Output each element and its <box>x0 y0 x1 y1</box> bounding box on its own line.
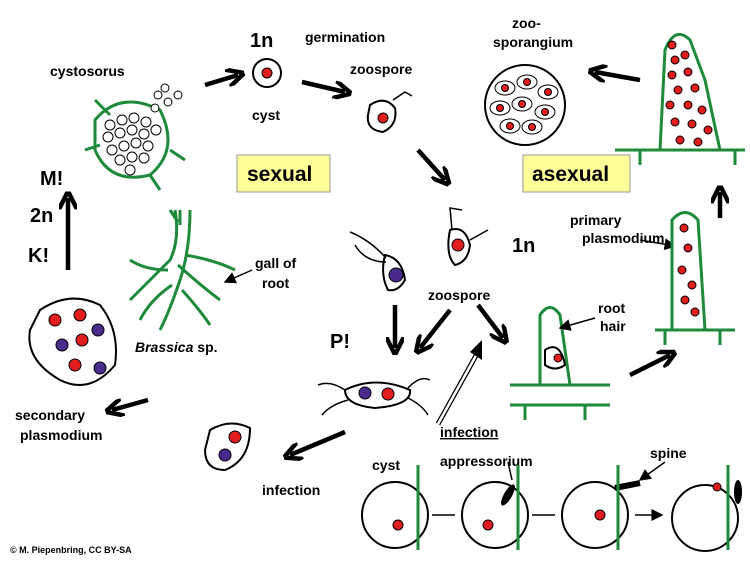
life-cycle-arrows <box>68 72 720 455</box>
secondary-plasmodium-label-1: secondary <box>15 407 85 423</box>
karyogamy-label: K! <box>28 245 49 267</box>
diploid-label: 2n <box>30 205 53 227</box>
root-hair-pointer <box>558 317 596 331</box>
zoosporangium-label-1: zoo- <box>512 15 541 31</box>
root-hair-label-1: root <box>598 300 626 316</box>
sexual-label: sexual <box>247 163 312 186</box>
secondary-plasmodium-label-2: plasmodium <box>20 427 102 443</box>
zoosporangia-in-root-hair-illustration <box>615 32 745 165</box>
sexual-phase-box: sexual <box>236 154 331 193</box>
zoospore-label-top: zoospore <box>350 61 412 77</box>
spine-label: spine <box>650 445 687 461</box>
appressorium-label: appressorium <box>440 453 533 469</box>
infection-label-left: infection <box>262 482 320 498</box>
infecting-cell-illustration <box>203 422 252 472</box>
asexual-phase-box: asexual <box>522 154 631 193</box>
primary-plasmodium-illustration <box>655 211 735 345</box>
cyst-label-top: cyst <box>252 107 280 123</box>
plasmogamy-label: P! <box>330 331 350 353</box>
gall-pointer <box>223 269 253 284</box>
germination-label: germination <box>305 29 385 45</box>
primary-plasmodium-label-2: plasmodium <box>582 230 664 246</box>
zoosporangium-label-2: sporangium <box>493 34 573 50</box>
secondary-plasmodium-illustration <box>28 297 117 386</box>
primary-plasmodium-label-1: primary <box>570 212 622 228</box>
infection-sequence-illustration <box>361 461 742 552</box>
cystosorus-illustration <box>84 83 186 191</box>
zoosporangium-illustration <box>484 64 566 146</box>
brassica-label: Brassica sp. <box>135 339 218 355</box>
gall-label-2: root <box>262 275 290 291</box>
root-hair-label-2: hair <box>600 318 626 334</box>
zoospore-purple-illustration <box>349 231 407 292</box>
root-hair-illustration <box>510 306 610 420</box>
cyst-illustration <box>252 58 282 88</box>
cystosorus-label: cystosorus <box>50 63 125 79</box>
binucleate-zoospore-illustration <box>317 377 431 416</box>
ploidy-label-top: 1n <box>250 30 273 52</box>
asexual-label: asexual <box>532 163 609 186</box>
gall-label-1: gall of <box>255 255 297 271</box>
brassica-root-gall-illustration <box>128 209 236 331</box>
cyst-label-bottom: cyst <box>372 457 400 473</box>
infection-label-right: infection <box>440 424 498 440</box>
primary-plasmodium-pointer <box>639 238 677 251</box>
zoospore-label-mid: zoospore <box>428 287 490 303</box>
zoospore-illustration-top <box>366 91 413 134</box>
meiosis-label: M! <box>40 168 63 190</box>
ploidy-label-right: 1n <box>512 235 535 257</box>
zoospore-red-illustration <box>447 207 489 267</box>
copyright-credit: © M. Piepenbring, CC BY-SA <box>10 545 132 555</box>
